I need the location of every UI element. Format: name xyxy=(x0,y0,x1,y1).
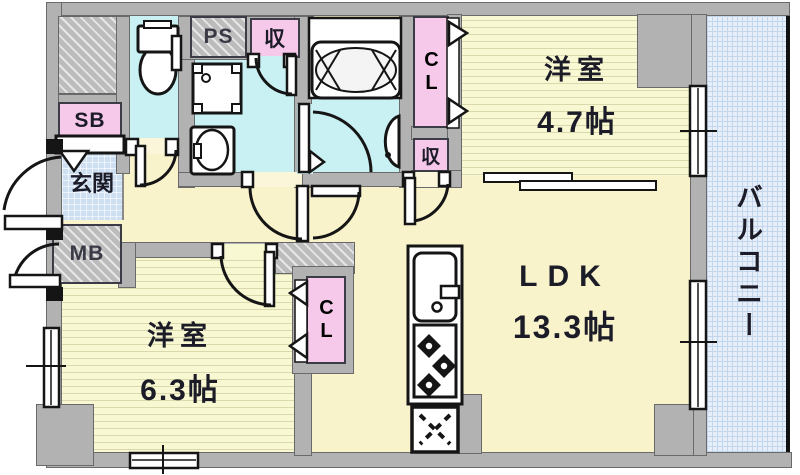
column-room1-corner xyxy=(637,14,692,88)
western-room-1-label: 洋室 4.7帖 xyxy=(460,48,694,141)
shoe-box-label: SB xyxy=(74,109,106,132)
closet-main-label: CL xyxy=(420,49,443,95)
wall-under-washroom xyxy=(178,172,250,187)
wall-kitchen-stub xyxy=(458,394,482,454)
closet-second-label: CL xyxy=(315,297,338,343)
balcony-label: バルコニー xyxy=(732,183,762,343)
toilet-room-floor xyxy=(126,16,184,154)
western-room-1-size: 4.7帖 xyxy=(537,106,617,139)
western-room-1-name: 洋室 xyxy=(544,55,610,85)
closet-second-box: CL xyxy=(306,276,346,364)
storage-mid-label: 収 xyxy=(420,146,441,168)
storage-mid-box: 収 xyxy=(413,138,449,172)
shoe-box: SB xyxy=(58,102,122,140)
ldk-name: LDK xyxy=(519,260,611,293)
western-room-2-name: 洋室 xyxy=(147,321,213,351)
pipe-space-label: PS xyxy=(203,25,234,48)
column-top-left xyxy=(58,16,118,94)
storage-top-label: 収 xyxy=(264,28,286,51)
pipe-space-box: PS xyxy=(190,16,247,58)
closet-main-box: CL xyxy=(413,16,449,128)
washroom-floor xyxy=(184,56,300,176)
western-room-2-label: 洋室 6.3帖 xyxy=(62,314,298,409)
column-ldk-corner xyxy=(654,404,694,456)
wall-under-storage xyxy=(411,170,462,188)
ldk-label: LDK 13.3帖 xyxy=(440,260,690,348)
storage-top-box: 収 xyxy=(250,18,300,58)
wall-right-of-sb xyxy=(116,16,130,174)
entrance-floor xyxy=(62,150,124,220)
entrance-label: 玄関 xyxy=(69,171,114,196)
meter-box-label: MB xyxy=(69,242,105,265)
bathroom-floor xyxy=(300,94,406,176)
western-room-2-size: 6.3帖 xyxy=(140,374,220,407)
meter-box: MB xyxy=(52,224,122,284)
ldk-size: 13.3帖 xyxy=(512,309,618,345)
wall-under-bath xyxy=(302,172,406,187)
column-room2-corner xyxy=(36,404,94,466)
balcony-floor xyxy=(707,16,790,457)
